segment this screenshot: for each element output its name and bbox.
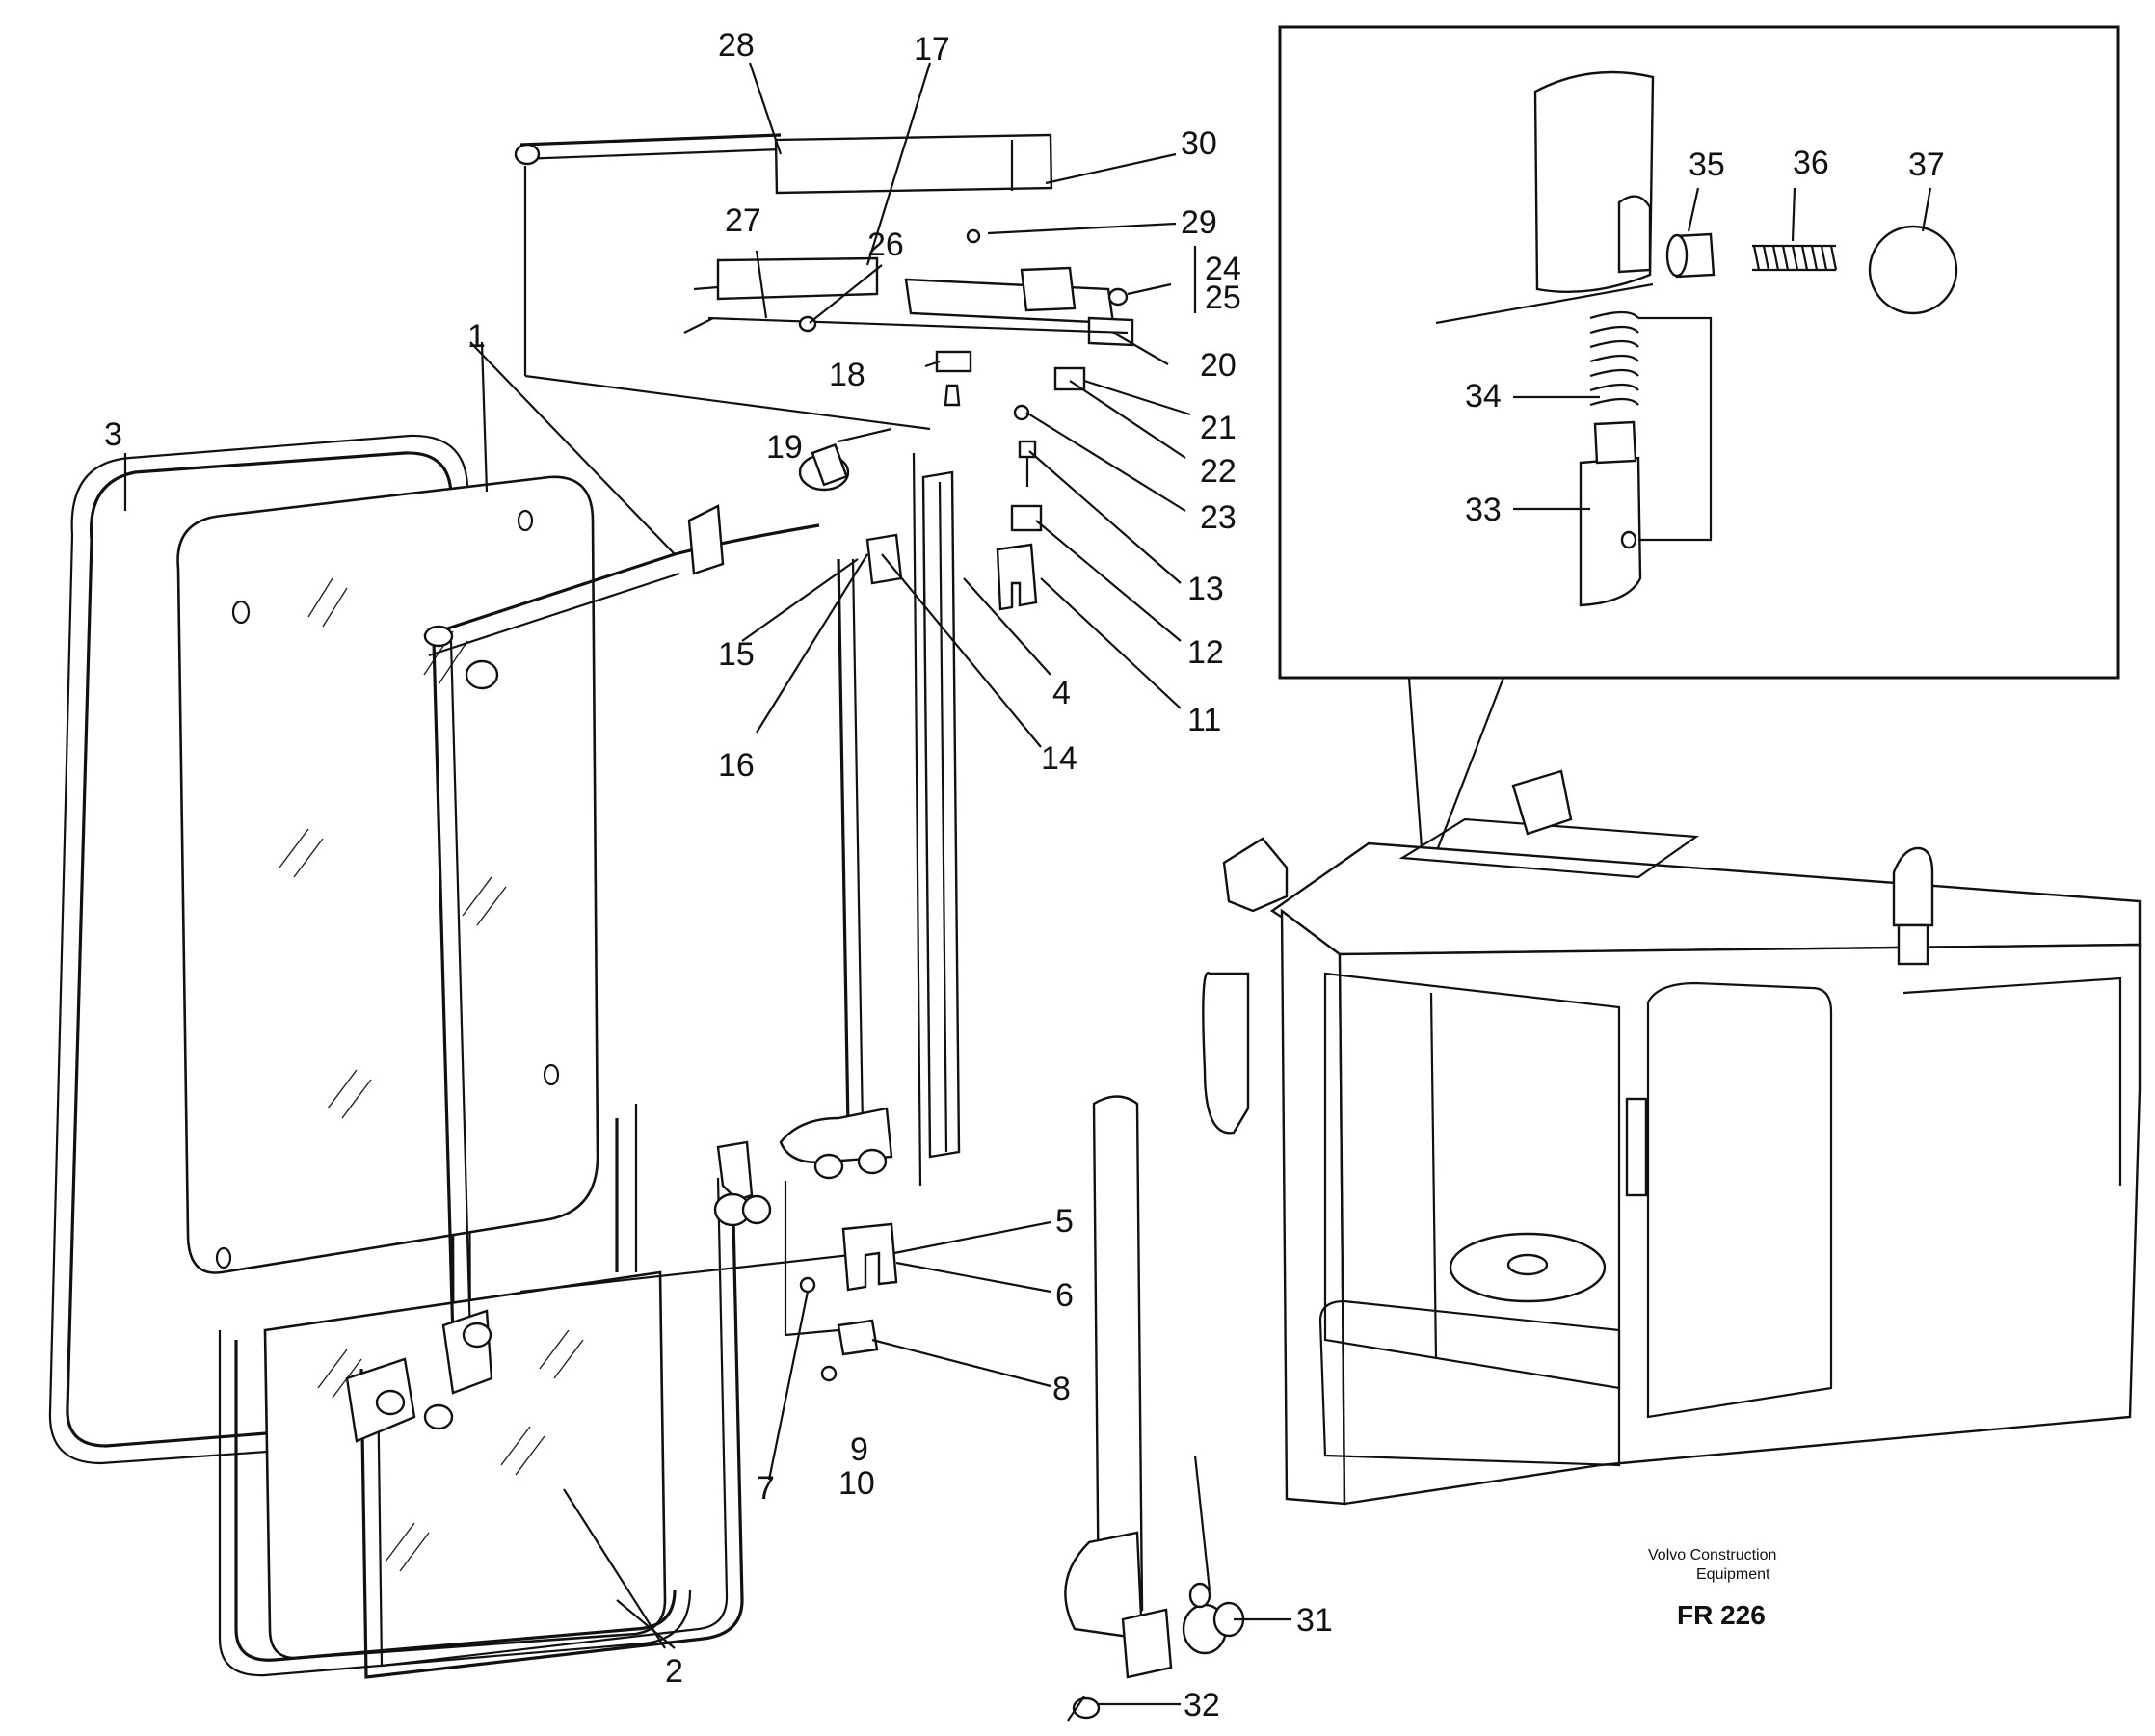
callout-5: 5 <box>1055 1203 1074 1240</box>
callout-33: 33 <box>1465 492 1502 528</box>
callout-8: 8 <box>1052 1371 1071 1407</box>
lower-window-seal <box>218 1104 692 1677</box>
detail-inset <box>1278 25 2120 854</box>
callout-25: 25 <box>1205 280 1241 316</box>
publisher-line-1: Volvo Construction <box>1648 1547 1776 1563</box>
callout-18: 18 <box>829 357 865 393</box>
callout-30: 30 <box>1181 125 1217 162</box>
callout-11: 11 <box>1187 702 1221 738</box>
upper-glass-pane <box>176 475 599 1274</box>
callout-2: 2 <box>665 1653 683 1690</box>
callout-19: 19 <box>766 429 803 466</box>
callout-6: 6 <box>1055 1277 1074 1314</box>
callout-29: 29 <box>1181 204 1217 241</box>
callout-17: 17 <box>914 31 950 67</box>
callout-22: 22 <box>1200 453 1237 490</box>
vertical-guide-channel <box>519 442 961 1294</box>
figure-code: FR 226 <box>1677 1600 1766 1630</box>
callout-31: 31 <box>1296 1602 1333 1639</box>
publisher-line-2: Equipment <box>1696 1566 1770 1583</box>
callout-37: 37 <box>1908 147 1945 183</box>
callout-36: 36 <box>1793 145 1829 181</box>
lower-sash-frame <box>359 1175 744 1679</box>
callout-35: 35 <box>1689 147 1725 183</box>
callout-3: 3 <box>104 416 122 453</box>
callout-10: 10 <box>838 1465 875 1502</box>
callout-24: 24 <box>1205 251 1241 287</box>
callout-16: 16 <box>718 747 755 784</box>
callout-23: 23 <box>1200 499 1237 536</box>
publisher-caption: Volvo Construction Equipment FR 226 <box>1648 1547 1776 1630</box>
upper-guide-rails <box>683 228 1134 347</box>
callout-4: 4 <box>1052 675 1071 711</box>
callout-14: 14 <box>1041 740 1078 777</box>
callout-7: 7 <box>757 1470 775 1507</box>
callout-21: 21 <box>1200 410 1237 446</box>
leader-lines <box>123 62 1932 1706</box>
callout-20: 20 <box>1200 347 1237 384</box>
callout-34: 34 <box>1465 378 1502 414</box>
lower-hinge-detail <box>1064 1095 1245 1722</box>
callout-9: 9 <box>850 1431 868 1468</box>
callout-27: 27 <box>725 202 761 239</box>
callout-labels: 1 2 3 4 5 6 7 8 9 10 11 12 13 14 15 16 1… <box>104 27 1945 1723</box>
top-traverse-rail <box>514 133 1053 431</box>
callout-13: 13 <box>1187 571 1224 607</box>
callout-1: 1 <box>467 318 486 355</box>
callout-12: 12 <box>1187 634 1224 671</box>
lower-link-assembly <box>713 1107 898 1382</box>
small-fittings <box>935 350 1086 611</box>
cab-illustration <box>1202 769 2142 1506</box>
callout-26: 26 <box>867 227 904 263</box>
callout-32: 32 <box>1184 1687 1220 1723</box>
callout-15: 15 <box>718 636 755 673</box>
callout-28: 28 <box>718 27 755 64</box>
window-lift-arm <box>345 504 820 1443</box>
